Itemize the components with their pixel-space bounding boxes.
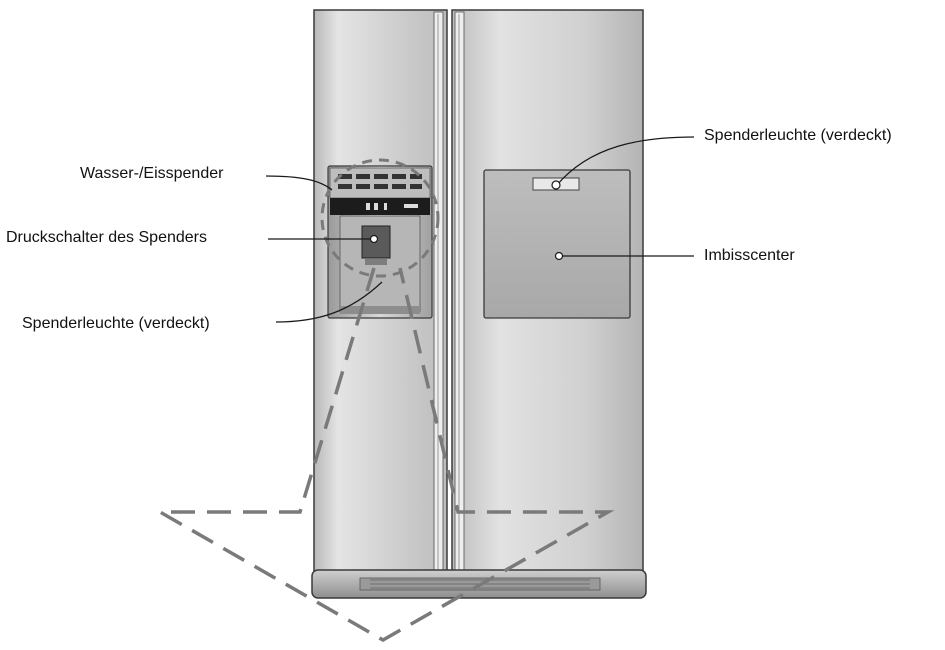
base-grille — [311, 569, 647, 599]
dispenser-highlight — [320, 158, 440, 278]
light-cone-arrow — [153, 267, 615, 643]
leader-lines — [265, 136, 695, 323]
label-dispenser-switch: Druckschalter des Spenders — [6, 229, 207, 246]
control-buttons — [338, 174, 422, 189]
label-dispenser-light-left: Spenderleuchte (verdeckt) — [22, 315, 210, 332]
label-snack-center: Imbisscenter — [704, 247, 795, 264]
snack-center-panel — [483, 169, 631, 319]
display-strip — [330, 198, 430, 215]
label-water-ice-dispenser: Wasser-/Eisspender — [80, 165, 224, 182]
leader-dots — [369, 180, 564, 261]
label-dispenser-light-right: Spenderleuchte (verdeckt) — [704, 127, 892, 144]
